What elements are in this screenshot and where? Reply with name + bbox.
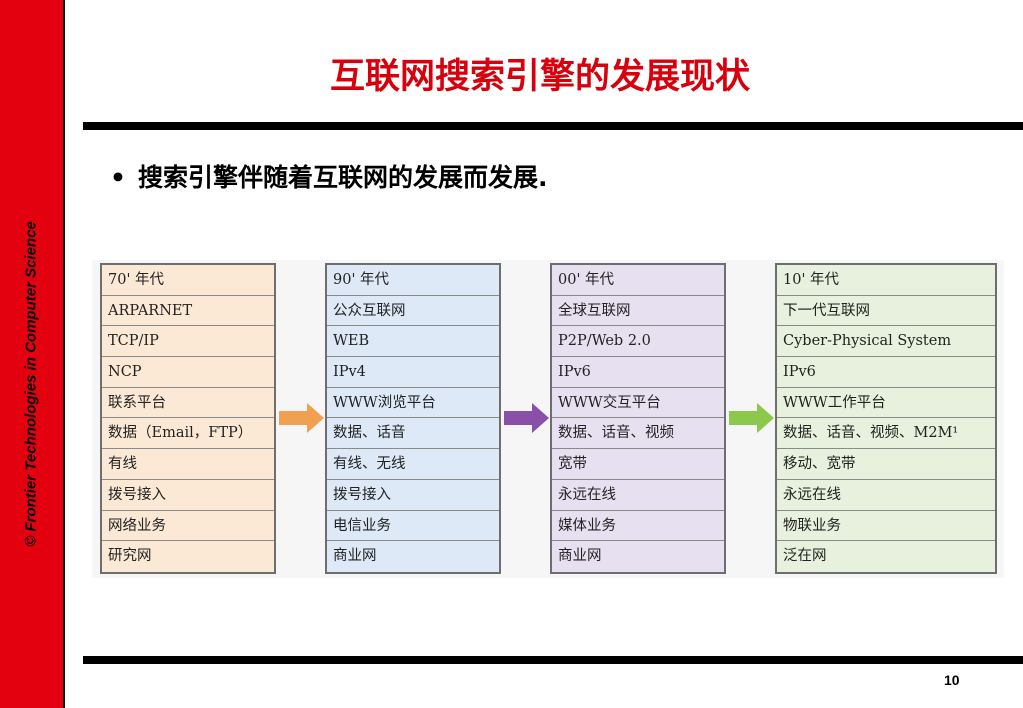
- era-cell: ARPARNET: [102, 296, 274, 327]
- era-cell: 商业网: [333, 548, 377, 565]
- era-cell: 数据、话音、视频: [552, 418, 724, 450]
- era-column-90s: 90' 年代 公众互联网 WEB IPv4 WWW浏览平台 数据、话音 有线、无…: [325, 263, 501, 574]
- era-cell: P2P/Web 2.0: [552, 326, 724, 358]
- era-cell: 泛在网: [783, 548, 827, 565]
- era-cell: 网络业务: [102, 511, 274, 542]
- era-cell: 下一代互联网: [777, 296, 995, 327]
- purple-arrow-icon: [504, 403, 549, 433]
- era-cell: 公众互联网: [327, 296, 499, 327]
- era-cell: 数据（Email，FTP）: [102, 418, 274, 450]
- era-cell: 数据、话音、视频、M2M¹: [777, 418, 995, 450]
- era-column-70s: 70' 年代 ARPARNET TCP/IP NCP 联系平台 数据（Email…: [100, 263, 276, 574]
- top-divider: [83, 122, 1023, 130]
- bottom-divider: [83, 656, 1023, 664]
- page-number: 10: [944, 672, 960, 688]
- era-cell: 有线、无线: [327, 449, 499, 480]
- era-cell: 物联业务: [777, 511, 995, 542]
- era-cell: IPv6: [777, 357, 995, 388]
- era-cell: 商业网: [558, 548, 602, 565]
- era-column-10s: 10' 年代 下一代互联网 Cyber-Physical System IPv6…: [775, 263, 997, 574]
- era-cell: 永远在线: [552, 480, 724, 511]
- era-cell: 10' 年代: [777, 265, 995, 296]
- era-cell: 70' 年代: [102, 265, 274, 296]
- era-cell: 联系平台: [102, 388, 274, 419]
- era-cell: 拨号接入: [327, 480, 499, 511]
- era-cell: WWW工作平台: [777, 388, 995, 419]
- era-cell: 媒体业务: [552, 511, 724, 542]
- era-cell: Cyber-Physical System: [777, 326, 995, 358]
- era-cell: WWW浏览平台: [327, 388, 499, 419]
- copyright-text: © Frontier Technologies in Computer Scie…: [22, 221, 40, 547]
- era-cell: 90' 年代: [327, 265, 499, 296]
- era-cell: IPv4: [327, 357, 499, 388]
- era-cell: 00' 年代: [552, 265, 724, 296]
- sidebar-band: © Frontier Technologies in Computer Scie…: [0, 0, 65, 708]
- era-cell: WWW交互平台: [552, 388, 724, 419]
- era-cell: IPv6: [552, 357, 724, 388]
- era-cell: 研究网: [108, 548, 152, 565]
- era-cell: 全球互联网: [552, 296, 724, 327]
- green-arrow-icon: [729, 403, 774, 433]
- era-cell: 宽带: [552, 449, 724, 480]
- era-cell: NCP: [102, 357, 274, 388]
- era-cell: 拨号接入: [102, 480, 274, 511]
- era-cell: WEB: [327, 326, 499, 358]
- era-cell: 永远在线: [777, 480, 995, 511]
- bullet-text: 搜索引擎伴随着互联网的发展而发展.: [138, 163, 548, 192]
- bullet-marker: •: [110, 163, 126, 192]
- era-cell: 移动、宽带: [777, 449, 995, 480]
- era-cell: 电信业务: [327, 511, 499, 542]
- era-cell: 有线: [102, 449, 274, 480]
- era-column-00s: 00' 年代 全球互联网 P2P/Web 2.0 IPv6 WWW交互平台 数据…: [550, 263, 726, 574]
- bullet-point: • 搜索引擎伴随着互联网的发展而发展.: [110, 158, 548, 194]
- slide-title: 互联网搜索引擎的发展现状: [329, 57, 750, 97]
- era-cell: TCP/IP: [102, 326, 274, 358]
- orange-arrow-icon: [279, 403, 324, 433]
- era-cell: 数据、话音: [327, 418, 499, 450]
